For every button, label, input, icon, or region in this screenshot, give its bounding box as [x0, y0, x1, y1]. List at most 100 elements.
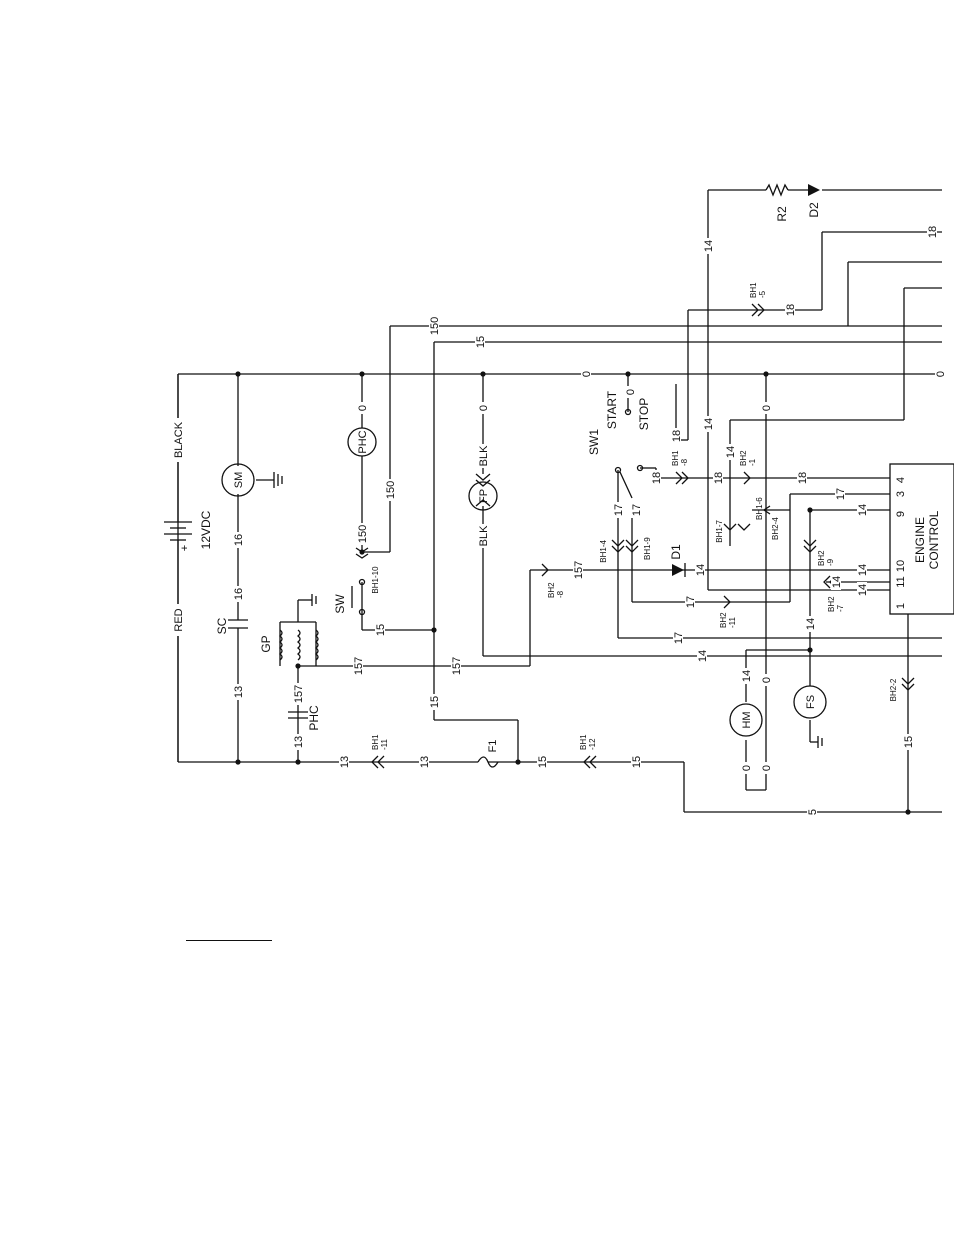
- svg-text:15: 15: [375, 624, 387, 636]
- wire-lines: [177, 189, 942, 813]
- bh1-label: BH1: [371, 734, 380, 750]
- svg-text:18: 18: [671, 430, 683, 442]
- fuse-label: F1: [487, 740, 499, 753]
- bh2-label: BH2: [817, 550, 826, 566]
- svg-text:5: 5: [807, 809, 819, 815]
- svg-text:157: 157: [353, 657, 365, 675]
- svg-text:14: 14: [857, 564, 869, 576]
- bh1-label: BH1: [749, 282, 758, 298]
- bh1-11-label: -11: [380, 738, 389, 750]
- svg-text:18: 18: [713, 472, 725, 484]
- svg-text:14: 14: [805, 618, 817, 630]
- preheat-contactor-label-bottom: PHC: [307, 705, 321, 731]
- battery-voltage: 12VDC: [199, 510, 213, 549]
- svg-text:14: 14: [857, 504, 869, 516]
- bh2-9-label: -9: [826, 558, 835, 566]
- bh1-8-label: -8: [680, 458, 689, 466]
- bh2-1-label: -1: [748, 458, 757, 466]
- svg-text:15: 15: [537, 756, 549, 768]
- engine-control-label-2: CONTROL: [927, 510, 941, 569]
- svg-text:18: 18: [797, 472, 809, 484]
- svg-text:18: 18: [927, 226, 939, 238]
- caption-underline: [186, 940, 272, 941]
- svg-text:157: 157: [451, 657, 463, 675]
- svg-text:150: 150: [385, 481, 397, 499]
- engine-control-box: [889, 463, 954, 615]
- bh1-6-label: BH1-6: [755, 497, 764, 520]
- svg-text:150: 150: [429, 317, 441, 335]
- svg-text:BLK: BLK: [478, 525, 490, 546]
- svg-text:0: 0: [478, 405, 490, 411]
- svg-text:150: 150: [357, 525, 369, 543]
- svg-text:157: 157: [573, 561, 585, 579]
- svg-text:17: 17: [673, 632, 685, 644]
- terminal-10: 10: [895, 560, 907, 572]
- terminal-4: 4: [895, 477, 907, 483]
- preheat-contactor-label-top: PHC: [357, 430, 369, 453]
- diode-d2-symbol: [808, 184, 820, 196]
- resistor-r2-symbol: [765, 183, 789, 197]
- svg-text:17: 17: [685, 596, 697, 608]
- bh1-12-label: -12: [588, 738, 597, 750]
- svg-text:0: 0: [761, 677, 773, 683]
- svg-text:16: 16: [233, 534, 245, 546]
- svg-text:13: 13: [339, 756, 351, 768]
- svg-text:13: 13: [293, 736, 305, 748]
- diode-d1-symbol: [672, 564, 684, 576]
- svg-text:0: 0: [741, 765, 753, 771]
- svg-text:0: 0: [625, 389, 637, 395]
- stop-label: STOP: [637, 398, 651, 430]
- switch-label: SW: [333, 594, 347, 614]
- bh2-11-label: -11: [728, 616, 737, 628]
- svg-text:0: 0: [761, 405, 773, 411]
- svg-text:15: 15: [475, 336, 487, 348]
- terminal-1: 1: [895, 603, 907, 609]
- hour-meter-symbol: [729, 703, 763, 737]
- sw1-label: SW1: [587, 429, 601, 455]
- resistor-r2-label: R2: [775, 206, 789, 222]
- ground-icon: [311, 594, 317, 606]
- svg-text:0: 0: [581, 371, 593, 377]
- bh1-4-label: BH1-4: [599, 539, 608, 562]
- svg-text:13: 13: [419, 756, 431, 768]
- svg-text:0: 0: [357, 405, 369, 411]
- bh1-label: BH1: [579, 734, 588, 750]
- svg-text:18: 18: [651, 472, 663, 484]
- svg-text:17: 17: [835, 488, 847, 500]
- bh2-2-label: BH2-2: [889, 678, 898, 701]
- bh1-label: BH1: [671, 450, 680, 466]
- fuel-pump-label: FP: [478, 489, 490, 503]
- wire-label-red: RED: [173, 608, 185, 631]
- svg-text:17: 17: [613, 504, 625, 516]
- svg-text:15: 15: [429, 696, 441, 708]
- svg-text:14: 14: [703, 418, 715, 430]
- fuel-solenoid-label: FS: [805, 695, 817, 709]
- svg-text:14: 14: [697, 650, 709, 662]
- terminal-9: 9: [895, 511, 907, 517]
- diode-d2-label: D2: [807, 202, 821, 218]
- svg-text:0: 0: [935, 371, 947, 377]
- bh1-9-label: BH1-9: [643, 537, 652, 560]
- hour-meter-label: HM: [741, 711, 753, 728]
- terminal-3: 3: [895, 491, 907, 497]
- bh1-10-label: BH1-10: [371, 566, 380, 594]
- svg-text:14: 14: [831, 576, 843, 588]
- svg-text:14: 14: [725, 446, 737, 458]
- svg-text:14: 14: [695, 564, 707, 576]
- starter-motor-symbol: [221, 463, 255, 497]
- bh2-label: BH2: [827, 596, 836, 612]
- svg-text:13: 13: [233, 686, 245, 698]
- starter-contactor-label: SC: [215, 617, 229, 634]
- wire-number-labels: 0 0 0 0 0 0 0 0 0 5 13 13 13 13 14 14 14…: [233, 224, 947, 818]
- glow-plug-coils: [278, 629, 319, 661]
- svg-text:14: 14: [857, 584, 869, 596]
- preheat-contactor-coil: [347, 427, 377, 457]
- fuel-pump-symbol: [468, 481, 498, 511]
- svg-text:BLK: BLK: [478, 445, 490, 466]
- svg-text:15: 15: [903, 736, 915, 748]
- fuse-symbol: [477, 756, 499, 768]
- bh2-label: BH2: [719, 612, 728, 628]
- svg-text:17: 17: [631, 504, 643, 516]
- svg-text:0: 0: [761, 765, 773, 771]
